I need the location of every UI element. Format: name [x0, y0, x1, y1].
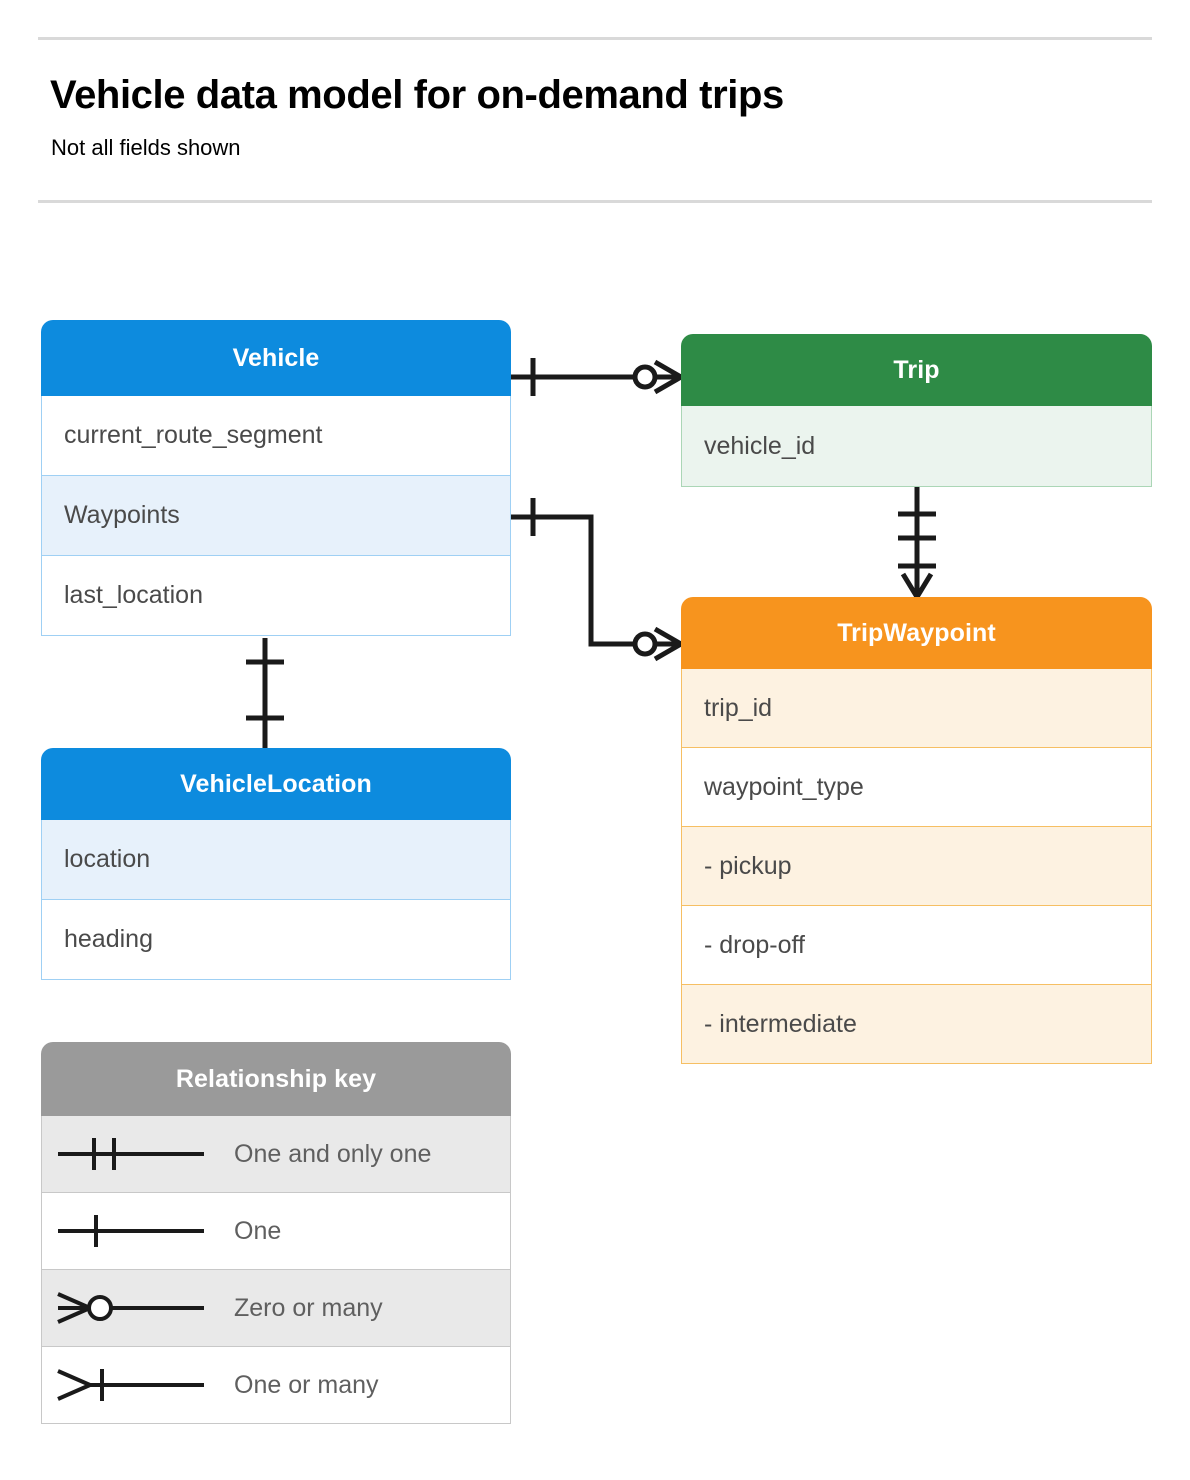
- entity-trip-waypoint-field-trip-id[interactable]: trip_id: [681, 669, 1152, 748]
- page-subtitle: Not all fields shown: [51, 135, 241, 160]
- entity-vehicle-location-title: VehicleLocation: [41, 748, 511, 820]
- legend-row-zero-or-many: Zero or many: [41, 1270, 511, 1347]
- page-header: Vehicle data model for on-demand trips N…: [0, 0, 1190, 210]
- legend-label-one-or-many: One or many: [234, 1370, 379, 1399]
- legend-label-zero-or-many: Zero or many: [234, 1293, 383, 1322]
- one-or-many-symbol: [42, 1362, 234, 1408]
- entity-vehicle[interactable]: Vehicle current_route_segment Waypoints …: [41, 320, 511, 636]
- entity-trip-field-vehicle-id[interactable]: vehicle_id: [681, 406, 1152, 487]
- one-and-only-one-symbol: [42, 1131, 234, 1177]
- legend-row-one-or-many: One or many: [41, 1347, 511, 1424]
- entity-trip-waypoint-field-waypoint-type[interactable]: waypoint_type: [681, 748, 1152, 827]
- connector-trip-tripwaypoint: [898, 487, 936, 599]
- entity-trip[interactable]: Trip vehicle_id: [681, 334, 1152, 487]
- page-title: Vehicle data model for on-demand trips: [50, 73, 784, 117]
- entity-trip-waypoint-title: TripWaypoint: [681, 597, 1152, 669]
- connector-vehicle-trip: [511, 358, 683, 396]
- entity-vehicle-field-waypoints[interactable]: Waypoints: [41, 476, 511, 556]
- legend-label-one: One: [234, 1216, 282, 1245]
- legend-row-one-and-only-one: One and only one: [41, 1116, 511, 1193]
- zero-or-many-symbol: [42, 1285, 234, 1331]
- connector-waypoints-tripwaypoint: [511, 498, 683, 662]
- entity-trip-waypoint-value-drop-off[interactable]: - drop-off: [681, 906, 1152, 985]
- entity-vehicle-location[interactable]: VehicleLocation location heading: [41, 748, 511, 980]
- entity-trip-waypoint[interactable]: TripWaypoint trip_id waypoint_type - pic…: [681, 597, 1152, 1064]
- connector-vehicle-vehiclelocation: [246, 638, 284, 748]
- entity-vehicle-title: Vehicle: [41, 320, 511, 396]
- entity-trip-waypoint-value-intermediate[interactable]: - intermediate: [681, 985, 1152, 1064]
- header-divider-bottom: [38, 200, 1152, 203]
- relationship-key-title: Relationship key: [41, 1042, 511, 1116]
- entity-vehicle-field-current-route-segment[interactable]: current_route_segment: [41, 396, 511, 476]
- legend-label-one-and-only-one: One and only one: [234, 1139, 432, 1168]
- entity-trip-title: Trip: [681, 334, 1152, 406]
- entity-vehicle-location-field-location[interactable]: location: [41, 820, 511, 900]
- entity-trip-waypoint-value-pickup[interactable]: - pickup: [681, 827, 1152, 906]
- one-symbol: [42, 1208, 234, 1254]
- header-divider-top: [38, 37, 1152, 40]
- entity-vehicle-field-last-location[interactable]: last_location: [41, 556, 511, 636]
- entity-vehicle-location-field-heading[interactable]: heading: [41, 900, 511, 980]
- legend-row-one: One: [41, 1193, 511, 1270]
- relationship-key-legend: Relationship key One and only one One: [41, 1042, 511, 1424]
